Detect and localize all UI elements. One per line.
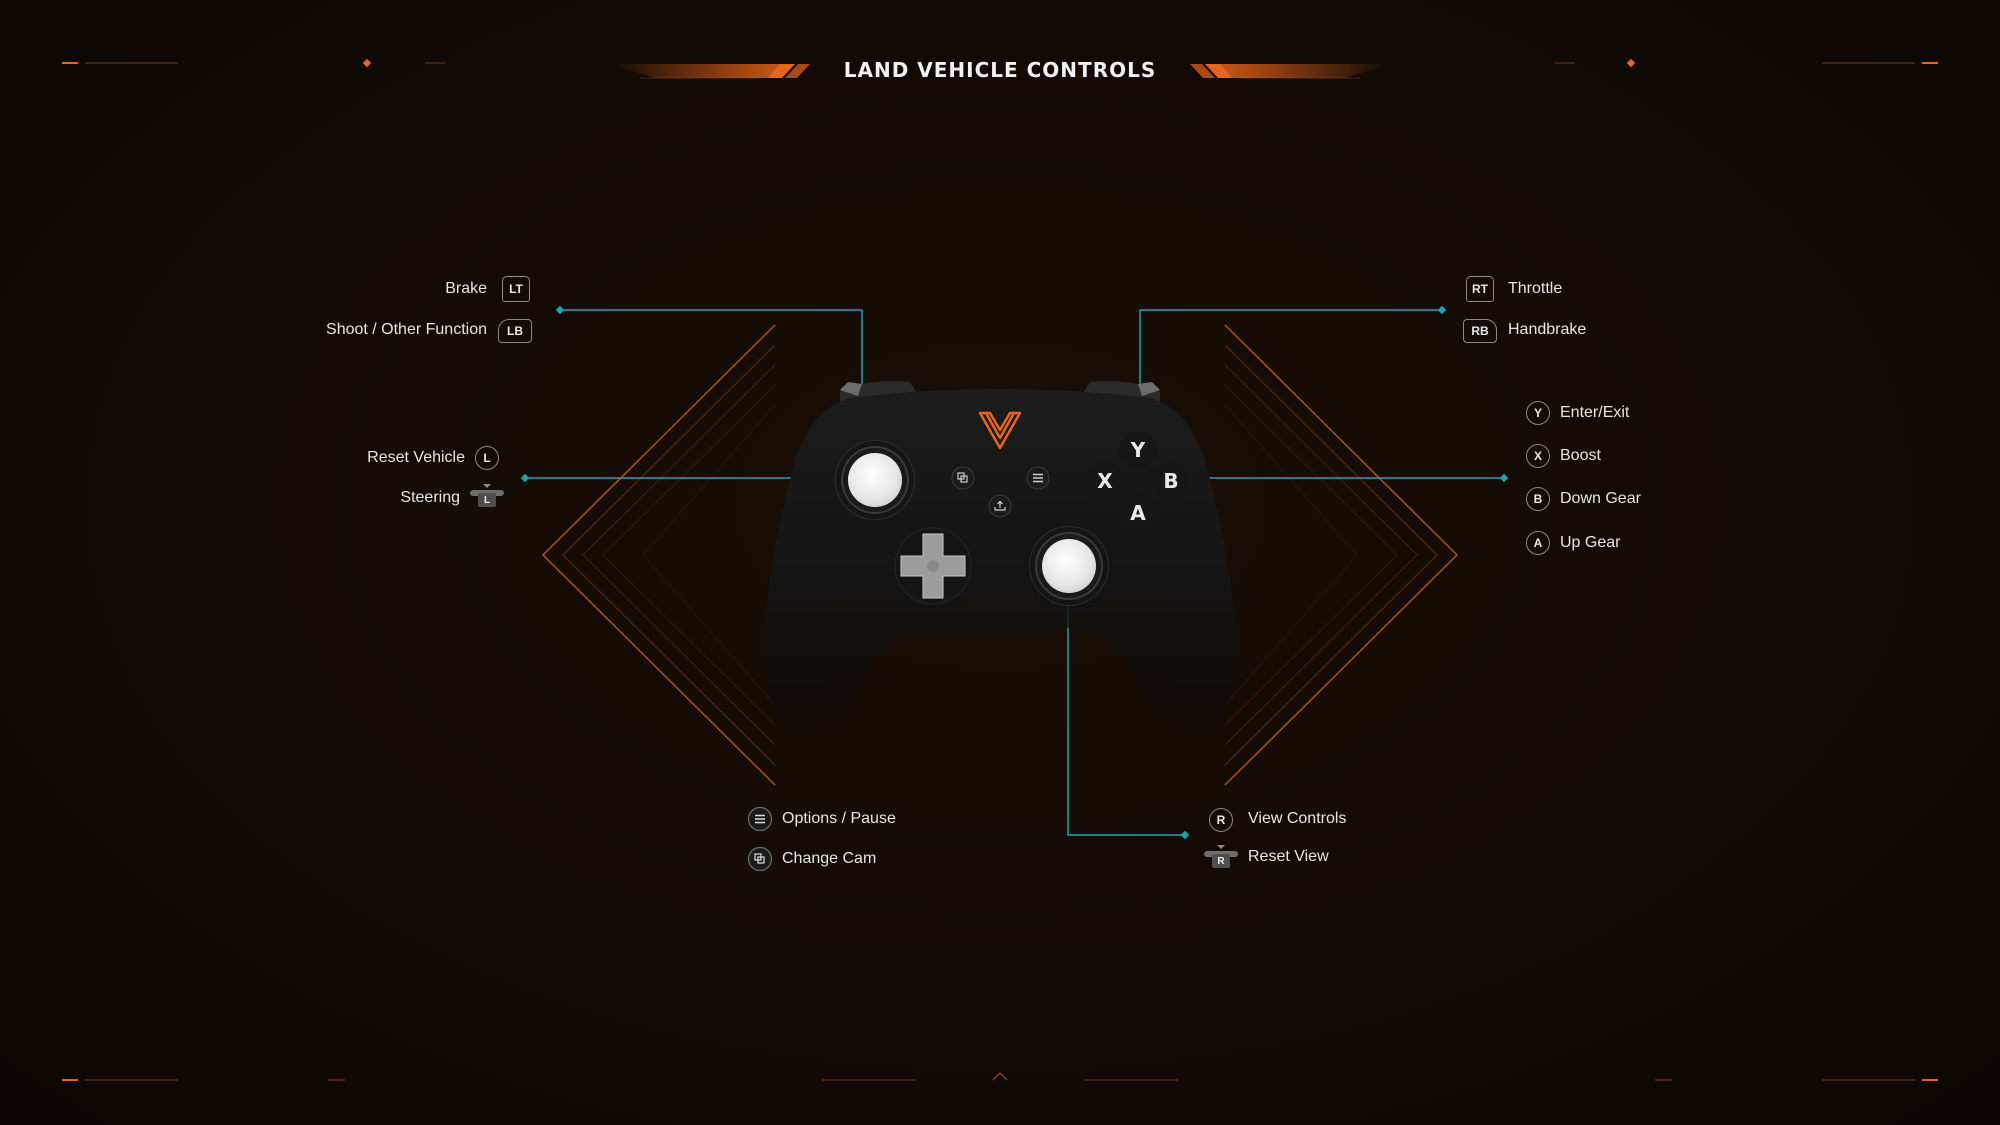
controller-image — [764, 381, 1236, 736]
face-button-x: X — [1086, 462, 1124, 500]
reset-vehicle-label: Reset Vehicle — [367, 449, 465, 466]
view-icon — [747, 846, 773, 872]
header-decoration — [610, 64, 1390, 79]
down-gear-label: Down Gear — [1560, 490, 1641, 507]
steering-label: Steering — [400, 489, 460, 506]
share-button — [988, 494, 1012, 518]
dpad — [894, 527, 972, 605]
enter-exit-label: Enter/Exit — [1560, 404, 1630, 421]
brake-label: Brake — [445, 280, 487, 297]
bottom-frame-lines — [62, 1072, 1938, 1081]
up-gear-label: Up Gear — [1560, 534, 1621, 551]
lb-badge: LB — [498, 319, 532, 343]
rb-badge: RB — [1463, 319, 1497, 343]
connector-dots — [520, 305, 1509, 840]
x-badge: X — [1526, 444, 1550, 468]
view-controls-label: View Controls — [1248, 810, 1347, 827]
connector-lines — [525, 309, 1504, 836]
menu-icon — [747, 806, 773, 832]
a-badge: A — [1526, 531, 1550, 555]
lt-badge: LT — [502, 276, 530, 302]
options-pause-label: Options / Pause — [782, 810, 896, 827]
r-stick-move-badge: R — [1204, 845, 1238, 871]
right-stick — [1042, 539, 1096, 593]
rt-badge: RT — [1466, 276, 1494, 302]
boost-label: Boost — [1560, 447, 1601, 464]
shoot-label: Shoot / Other Function — [326, 321, 487, 338]
left-chevrons — [541, 324, 776, 786]
throttle-label: Throttle — [1508, 280, 1563, 297]
handbrake-label: Handbrake — [1508, 321, 1587, 338]
face-button-b: B — [1152, 462, 1190, 500]
b-badge: B — [1526, 487, 1550, 511]
left-stick — [848, 453, 902, 507]
face-button-a: A — [1119, 494, 1157, 532]
reset-view-label: Reset View — [1248, 848, 1329, 865]
page-title: LAND VEHICLE CONTROLS — [843, 58, 1157, 82]
r-stick-click-badge: R — [1209, 808, 1233, 832]
menu-button — [1026, 466, 1050, 490]
view-button — [951, 466, 975, 490]
face-button-y: Y — [1119, 431, 1157, 469]
change-cam-label: Change Cam — [782, 850, 877, 867]
right-chevrons — [1224, 324, 1459, 786]
brand-logo — [978, 411, 1022, 450]
l-stick-move-badge: L — [470, 484, 504, 510]
y-badge: Y — [1526, 401, 1550, 425]
l-stick-click-badge: L — [475, 446, 499, 470]
